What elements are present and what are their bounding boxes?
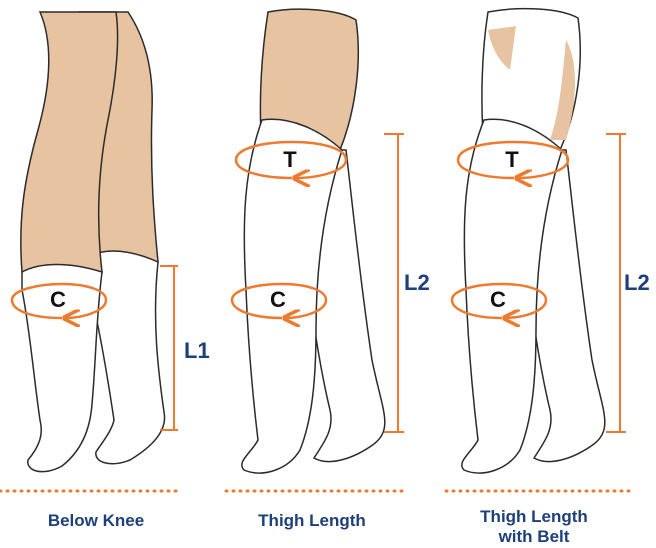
panel-below-knee: C L1 Below Knee <box>0 12 210 530</box>
thigh-ring-label: T <box>283 147 297 172</box>
caption-thigh-length: Thigh Length <box>258 511 366 530</box>
length-bracket-l2 <box>384 134 404 432</box>
caption-thigh-length-belt-line2: with Belt <box>498 527 570 546</box>
caption-below-knee: Below Knee <box>48 511 144 530</box>
length-label-l2: L2 <box>624 270 650 295</box>
panel-thigh-length: T C L2 Thigh Length <box>226 9 430 530</box>
panel-thigh-length-with-belt: T C L2 Thigh Length with Belt <box>446 9 650 546</box>
calf-ring-label: C <box>50 287 66 312</box>
caption-thigh-length-belt-line1: Thigh Length <box>480 507 588 526</box>
calf-ring-label: C <box>490 287 506 312</box>
length-label-l2: L2 <box>404 270 430 295</box>
thigh-ring-label: T <box>505 147 519 172</box>
calf-ring-label: C <box>270 287 286 312</box>
length-bracket-l2 <box>606 134 626 432</box>
length-label-l1: L1 <box>184 338 210 363</box>
